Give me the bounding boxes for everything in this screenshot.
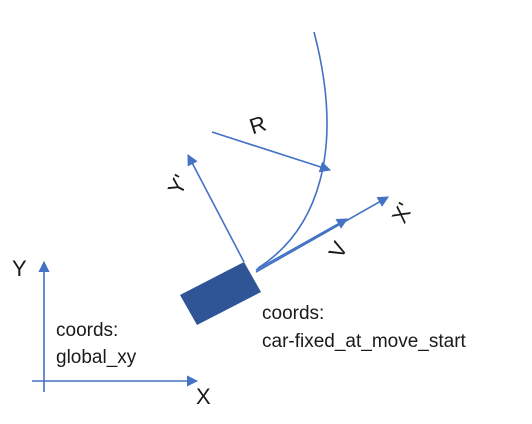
car-body — [180, 262, 261, 325]
global-axes: X Y coords: global_xy — [12, 256, 211, 409]
car-y-axis — [187, 154, 245, 263]
car-x-label: X' — [387, 199, 418, 227]
velocity-arrow — [255, 218, 348, 271]
radius-label: R — [246, 111, 269, 140]
global-coords-caption: coords: — [56, 320, 118, 341]
car-axes: Y' X' — [163, 154, 418, 273]
car-y-label: Y' — [163, 171, 194, 199]
velocity-label: V — [324, 237, 353, 262]
trajectory-curve — [257, 31, 328, 269]
car-coords-caption: coords: — [262, 303, 324, 324]
global-x-label: X — [196, 384, 211, 409]
global-y-label: Y — [12, 256, 27, 281]
car-x-axis — [255, 196, 389, 273]
radius-arrow — [211, 131, 332, 173]
car-coords-name: car-fixed_at_move_start — [262, 331, 467, 352]
global-coords-name: global_xy — [56, 347, 137, 368]
